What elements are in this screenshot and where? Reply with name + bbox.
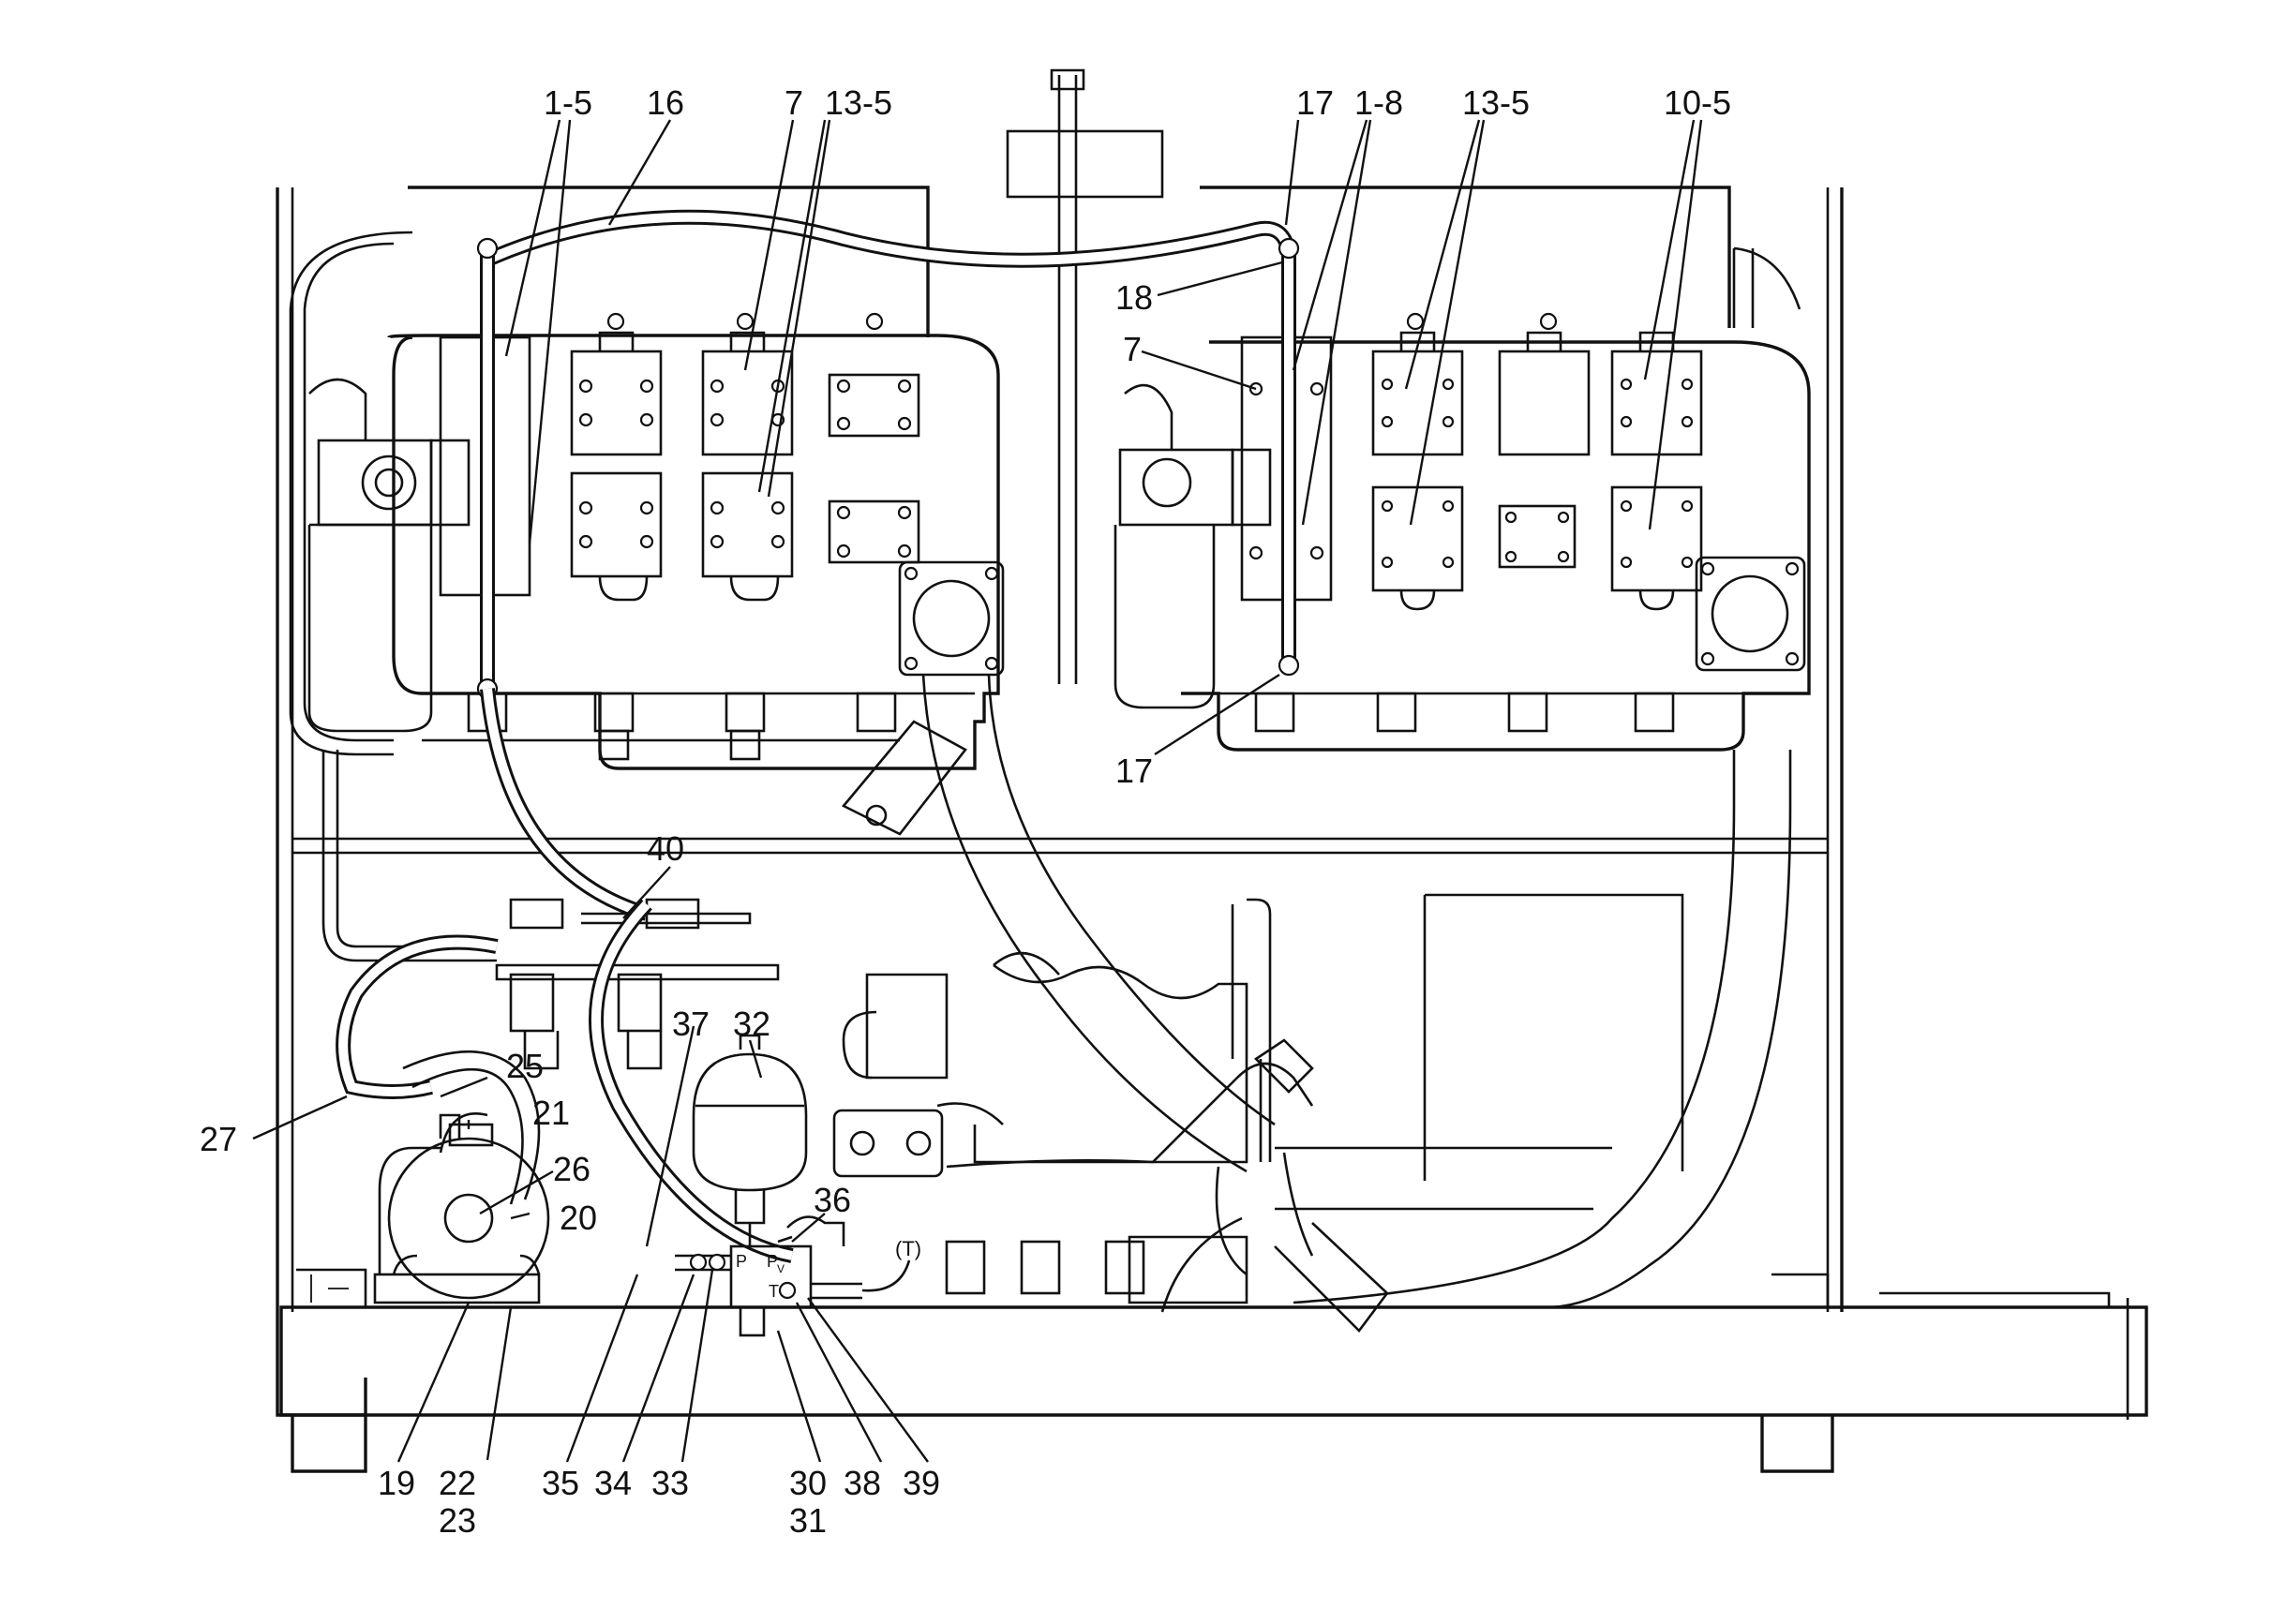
- callout-labels: 1-5 16 7 13-5 17 1-8 13-5 10-5 18 7 17 4…: [200, 83, 1731, 1540]
- label-20: 20: [560, 1199, 597, 1237]
- label-1-5: 1-5: [544, 83, 592, 122]
- tank: [1423, 893, 1684, 1181]
- left-valve-plates: [439, 312, 920, 602]
- right-outlet-flange: [1695, 556, 1806, 672]
- label-34: 34: [594, 1464, 632, 1502]
- label-13-5-left: 13-5: [825, 83, 892, 122]
- hose-37: [480, 688, 794, 1263]
- port-p-label: P: [736, 1252, 747, 1271]
- label-25: 25: [506, 1047, 544, 1085]
- label-18: 18: [1115, 278, 1153, 317]
- label-26: 26: [553, 1150, 590, 1188]
- main-pipes: [921, 674, 1792, 1333]
- label-30: 30: [789, 1464, 827, 1502]
- label-39: 39: [903, 1464, 940, 1502]
- port-pv-sub: V: [777, 1262, 785, 1275]
- pump-unit: [832, 898, 1314, 1304]
- label-21: 21: [532, 1094, 570, 1132]
- right-manifold-block: [1114, 186, 1811, 752]
- label-31: 31: [789, 1501, 827, 1540]
- port-t-label: T: [769, 1282, 779, 1301]
- valve-bank: [495, 898, 780, 1070]
- label-17-bottom: 17: [1115, 752, 1153, 790]
- port-pv-label: P: [767, 1252, 778, 1271]
- label-36: 36: [814, 1181, 851, 1219]
- left-filter: [307, 378, 471, 733]
- label-17-top: 17: [1296, 83, 1334, 122]
- port-t-paren-label: (T): [895, 1237, 921, 1260]
- right-valve-plates: [1240, 312, 1703, 611]
- label-7-right: 7: [1123, 330, 1142, 368]
- label-33: 33: [651, 1464, 689, 1502]
- accumulator-32: [692, 1034, 808, 1246]
- left-outlet-flange: [841, 560, 1005, 836]
- label-19: 19: [378, 1464, 415, 1502]
- label-22: 22: [439, 1464, 476, 1502]
- label-13-5-right: 13-5: [1462, 83, 1530, 122]
- label-40: 40: [647, 829, 684, 868]
- left-return-line: [289, 231, 497, 962]
- label-38: 38: [844, 1464, 881, 1502]
- label-16: 16: [647, 83, 684, 122]
- label-35: 35: [542, 1464, 579, 1502]
- breather-pipe: [1006, 68, 1164, 684]
- control-block-30: P P V T (T): [675, 1215, 921, 1337]
- label-37: 37: [672, 1005, 710, 1043]
- label-32: 32: [733, 1005, 770, 1043]
- label-27: 27: [200, 1120, 237, 1158]
- left-manifold-block: [307, 186, 1005, 836]
- label-23: 23: [439, 1501, 476, 1540]
- frame: [276, 187, 2148, 1473]
- left-vertical-hose: [476, 237, 499, 700]
- hose-25: [336, 934, 541, 1205]
- leader-lines: [252, 119, 1703, 1463]
- hose-16: [488, 209, 1296, 268]
- label-10-5: 10-5: [1664, 83, 1731, 122]
- label-7-top: 7: [785, 83, 803, 122]
- label-1-8: 1-8: [1354, 83, 1403, 122]
- motor-20: [373, 1112, 550, 1304]
- right-filter: [1114, 383, 1272, 709]
- right-vertical-hose: [1278, 237, 1300, 677]
